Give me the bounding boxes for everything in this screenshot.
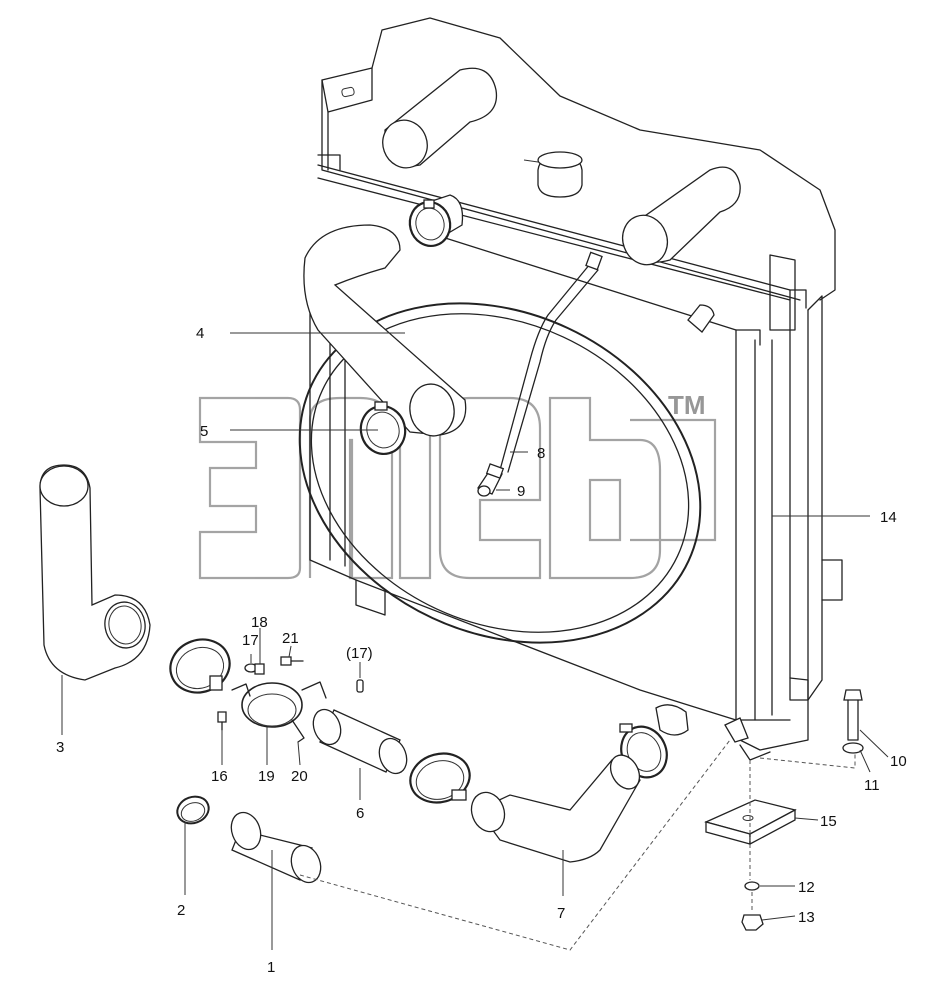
nut-13 bbox=[741, 914, 764, 931]
callout-7: 7 bbox=[557, 905, 565, 922]
callout-3: 3 bbox=[56, 739, 64, 756]
callout-12: 12 bbox=[798, 879, 815, 896]
callout-14: 14 bbox=[880, 509, 897, 526]
callout-15: 15 bbox=[820, 813, 837, 830]
callout-21: 21 bbox=[282, 630, 299, 647]
straight-hose-6 bbox=[312, 708, 408, 775]
callout-9: 9 bbox=[517, 483, 525, 500]
callout-17-alt: (17) bbox=[346, 645, 373, 662]
fan-shroud-ring bbox=[298, 302, 702, 644]
leader-lines bbox=[61, 332, 889, 950]
hose-clamp-mid bbox=[409, 752, 471, 804]
callout-6: 6 bbox=[356, 805, 364, 822]
washer-12 bbox=[744, 881, 760, 891]
callout-20: 20 bbox=[291, 768, 308, 785]
bent-hose-7 bbox=[470, 754, 641, 863]
callout-11: 11 bbox=[864, 777, 880, 794]
callout-4: 4 bbox=[196, 325, 204, 342]
upper-hose bbox=[303, 224, 467, 437]
hose-clamp-upper bbox=[359, 401, 407, 455]
callout-13: 13 bbox=[798, 909, 815, 926]
callout-10: 10 bbox=[890, 753, 907, 770]
elbow-hose-3 bbox=[39, 464, 151, 681]
hose-clamp-left bbox=[169, 638, 231, 694]
callout-5: 5 bbox=[200, 423, 208, 440]
callout-16: 16 bbox=[211, 768, 228, 785]
callout-19: 19 bbox=[258, 768, 275, 785]
callout-8: 8 bbox=[537, 445, 545, 462]
bolt-10 bbox=[843, 689, 863, 741]
overflow-pipe bbox=[499, 251, 603, 473]
hose-clamp-top bbox=[408, 194, 464, 247]
upper-pipes bbox=[382, 67, 741, 266]
bracket-19 bbox=[231, 681, 327, 743]
callout-2: 2 bbox=[177, 902, 185, 919]
assembly-lines bbox=[299, 739, 856, 951]
callouts: 1 2 3 4 5 6 7 8 9 10 11 12 13 14 15 16 1… bbox=[56, 325, 907, 976]
hose-clamp-2 bbox=[176, 795, 210, 825]
nut-18 bbox=[254, 663, 265, 675]
bolt-21 bbox=[280, 656, 304, 666]
washer-11 bbox=[842, 742, 864, 754]
callout-17: 17 bbox=[242, 632, 259, 649]
overflow-fitting bbox=[477, 463, 505, 497]
callout-1: 1 bbox=[267, 959, 275, 976]
straight-hose-1 bbox=[230, 811, 322, 884]
bolt-16 bbox=[217, 711, 227, 731]
callout-18: 18 bbox=[251, 614, 268, 631]
washer-17-alt bbox=[356, 679, 364, 693]
watermark-trademark: TM bbox=[668, 390, 706, 420]
